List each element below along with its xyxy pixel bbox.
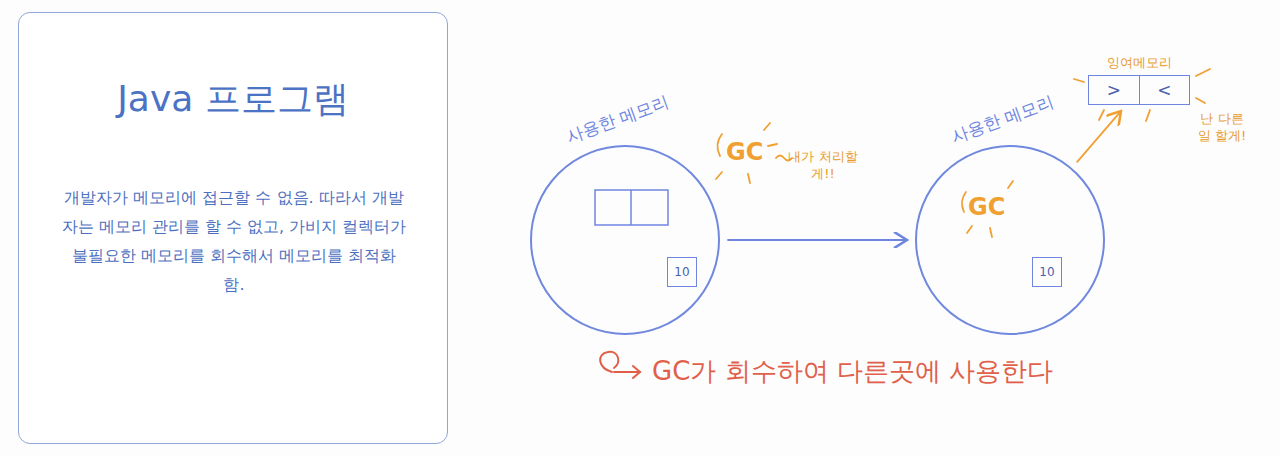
panel-body: 개발자가 메모리에 접근할 수 없음. 따라서 개발자는 메모리 관리를 할 수… — [59, 183, 409, 299]
memory-label: 사용한 메모리 — [948, 90, 1057, 148]
memory-cell: > — [1089, 76, 1139, 104]
spare-memory-title: 잉여메모리 — [1089, 54, 1189, 72]
memory-label: 사용한 메모리 — [563, 90, 672, 148]
memory-cell: < — [1139, 76, 1190, 104]
value-box: 10 — [667, 257, 697, 287]
panel-title: Java 프로그램 — [19, 75, 447, 124]
flow-arrow — [728, 239, 907, 241]
info-panel: Java 프로그램개발자가 메모리에 접근할 수 없음. 따라서 개발자는 메모… — [18, 12, 448, 444]
value-box: 10 — [1032, 257, 1062, 287]
value-number: 10 — [1039, 265, 1054, 279]
memory-circle: 사용한 메모리10 — [915, 145, 1105, 335]
note-arrow — [600, 352, 640, 378]
speech-note: 내가 처리할게!! — [788, 148, 858, 182]
cell-face: > — [1107, 80, 1121, 100]
gc-sparkles — [716, 69, 1210, 237]
value-number: 10 — [674, 265, 689, 279]
memory-block — [595, 190, 668, 225]
gc-label: GC — [726, 138, 763, 166]
summary-note: GC가 회수하여 다른곳에 사용한다 — [652, 354, 1053, 389]
flow-arrow — [1077, 111, 1121, 162]
gc-label: GC — [968, 193, 1005, 221]
spare-memory-box: 잉여메모리>< — [1088, 75, 1190, 105]
speech-note: 난 다른일 할게! — [1196, 110, 1248, 144]
cell-face: < — [1157, 80, 1171, 100]
memory-circle: 사용한 메모리10 — [530, 145, 720, 335]
